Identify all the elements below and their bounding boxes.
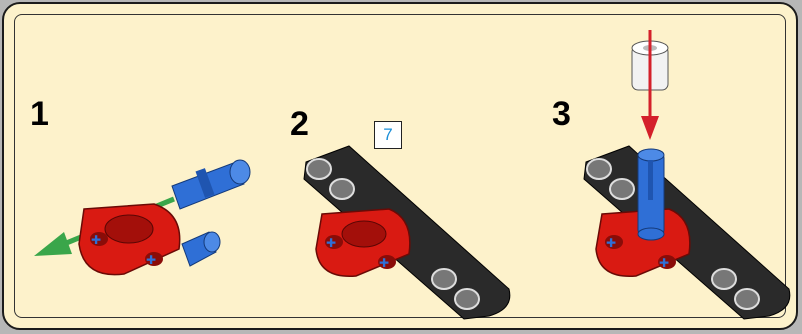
step-number-1: 1 — [30, 95, 49, 133]
step-2-illustration: ✚ ✚ — [303, 145, 511, 320]
red-direction-arrow — [641, 30, 659, 140]
svg-text:✚: ✚ — [91, 233, 101, 247]
step-3-illustration: ✚ ✚ — [583, 30, 791, 320]
blue-pin-upper — [171, 159, 251, 210]
svg-text:✚: ✚ — [146, 253, 156, 267]
svg-text:✚: ✚ — [326, 236, 336, 250]
illustrations: ✚ ✚ — [34, 30, 791, 320]
blue-pin-lower — [181, 231, 221, 267]
step-1-illustration: ✚ ✚ — [34, 159, 251, 276]
svg-text:✚: ✚ — [659, 256, 669, 270]
step-number-3: 3 — [552, 95, 571, 133]
step-number-2: 2 — [290, 105, 309, 143]
svg-text:✚: ✚ — [379, 256, 389, 270]
red-beam-part-step2: ✚ ✚ — [315, 208, 411, 277]
blue-pin-vertical — [637, 148, 665, 241]
svg-text:✚: ✚ — [606, 236, 616, 250]
beam-length-callout: 7 — [374, 121, 402, 149]
instruction-panel: ✚ ✚ — [2, 2, 798, 330]
red-beam-part: ✚ ✚ — [78, 203, 181, 276]
red-beam-part-step3: ✚ ✚ — [595, 208, 691, 277]
